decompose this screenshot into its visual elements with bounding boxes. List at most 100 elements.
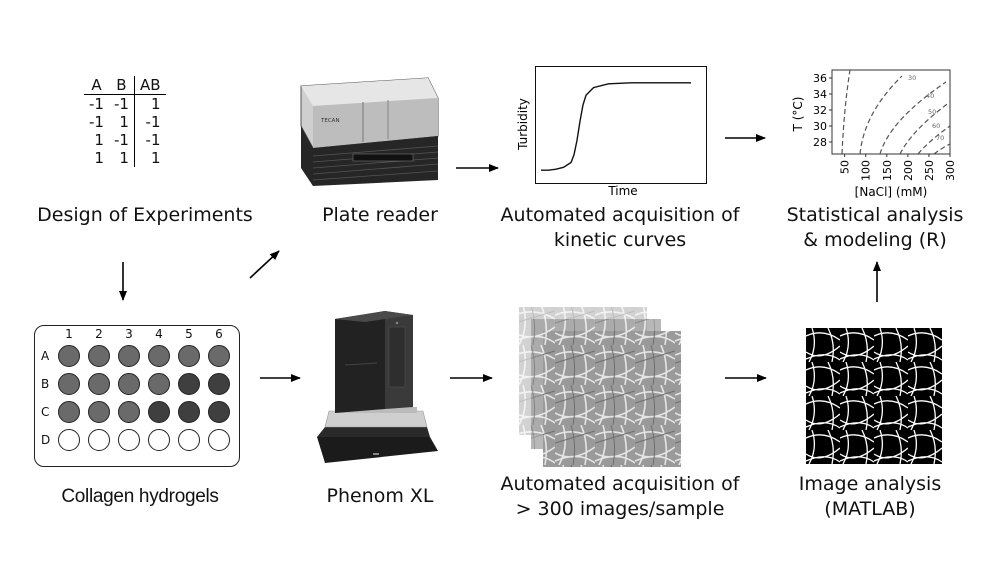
arrow-plate-to-reader (249, 250, 280, 279)
plate-well (118, 429, 140, 451)
analysis-caption-line1: Image analysis (798, 473, 942, 495)
plate-well (58, 345, 80, 367)
contour-label: 60 (932, 122, 940, 130)
x-tick-label: 200 (902, 160, 915, 181)
plate-column-label: 4 (155, 327, 163, 341)
analysis-caption-line2: (MATLAB) (824, 498, 916, 520)
doe-cell: 1 (150, 149, 161, 167)
plate-row-label: C (41, 405, 50, 419)
x-tick-label: 300 (944, 160, 957, 181)
plate-row-label: B (41, 377, 50, 391)
plate-well (58, 429, 80, 451)
contour-label: 40 (926, 92, 934, 100)
y-tick-label: 32 (813, 104, 827, 117)
images-caption-line1: Automated acquisition of (500, 473, 740, 495)
x-tick-label: 100 (860, 160, 873, 181)
contour-plot-frame (831, 69, 951, 155)
y-tick-label: 28 (813, 136, 827, 149)
doe-cell: -1 (108, 94, 135, 113)
plate-well (178, 373, 200, 395)
stats-x-axis-label: [NaCl] (mM) (855, 185, 928, 199)
x-tick-label: 250 (923, 160, 936, 181)
binary-fiber-image (806, 328, 942, 464)
plate-well (178, 401, 200, 423)
y-tick-label: 36 (813, 72, 827, 85)
plate-well (148, 345, 170, 367)
contour-label: 50 (928, 108, 936, 116)
contour-line (933, 143, 951, 155)
doe-header-ab: AB (134, 76, 166, 95)
doe-cell: -1 (108, 131, 135, 149)
phenom-xl-microscope-illustration (317, 311, 438, 463)
plate-caption: Collagen hydrogels (61, 486, 219, 507)
plate-well (208, 401, 230, 423)
plate-well (208, 373, 230, 395)
phenom-caption: Phenom XL (326, 485, 434, 507)
plate-well (148, 401, 170, 423)
doe-cell: -1 (89, 95, 104, 113)
plate-well (88, 401, 110, 423)
doe-cell: 1 (108, 149, 135, 167)
contour-label: 30 (908, 74, 916, 82)
plate-well (208, 429, 230, 451)
doe-header-a: A (84, 76, 109, 95)
contour-line (899, 101, 951, 155)
x-tick-label: 50 (839, 160, 852, 174)
contour-label: 70 (936, 134, 944, 142)
sem-image-stack (519, 307, 681, 467)
kinetic-y-axis-label: Turbidity (516, 98, 530, 151)
doe-cell: -1 (89, 113, 104, 131)
kinetic-caption-line1: Automated acquisition of (500, 204, 740, 226)
kinetic-chart-frame (535, 66, 707, 184)
plate-well (148, 373, 170, 395)
plate-well (148, 429, 170, 451)
x-tick-label: 150 (881, 160, 894, 181)
doe-header-b: B (108, 76, 135, 95)
plate-row-label: A (41, 349, 50, 363)
plate-well (208, 345, 230, 367)
plate-well (88, 429, 110, 451)
plate-column-label: 3 (125, 327, 133, 341)
contour-line (859, 75, 903, 155)
plate-column-label: 1 (65, 327, 73, 341)
plate-reader-illustration: TECAN (300, 77, 439, 186)
plate-well (88, 373, 110, 395)
doe-cell: -1 (145, 131, 161, 149)
plate-well (118, 401, 140, 423)
contour-line (879, 81, 947, 155)
tecan-logo-text: TECAN (320, 118, 340, 124)
doe-cell: -1 (145, 113, 161, 131)
plate-well (58, 401, 80, 423)
plate-column-label: 2 (95, 327, 103, 341)
stats-y-axis-label: T (°C) (791, 97, 805, 133)
plate-column-label: 5 (185, 327, 193, 341)
doe-cell: 1 (94, 131, 104, 149)
plate-well (118, 345, 140, 367)
doe-caption: Design of Experiments (37, 204, 253, 226)
stats-caption-line1: Statistical analysis (786, 204, 964, 226)
plate-row-label: D (41, 433, 51, 447)
plate-well (88, 345, 110, 367)
doe-row: -1-1 1 (84, 94, 166, 113)
kinetic-caption-line2: kinetic curves (553, 229, 687, 251)
plate-well (58, 373, 80, 395)
images-caption-line2: > 300 images/sample (515, 498, 725, 520)
y-tick-label: 30 (813, 120, 827, 133)
doe-row: 1-1-1 (84, 131, 166, 149)
turbidity-curve (541, 82, 691, 171)
plate-well (118, 373, 140, 395)
plate-reader-caption: Plate reader (322, 204, 438, 226)
doe-cell: 1 (150, 95, 161, 113)
stats-caption-line2: & modeling (R) (803, 229, 947, 251)
contour-line (841, 69, 851, 155)
plate-well (178, 429, 200, 451)
doe-cell: 1 (108, 113, 135, 131)
doe-cell: 1 (94, 149, 104, 167)
